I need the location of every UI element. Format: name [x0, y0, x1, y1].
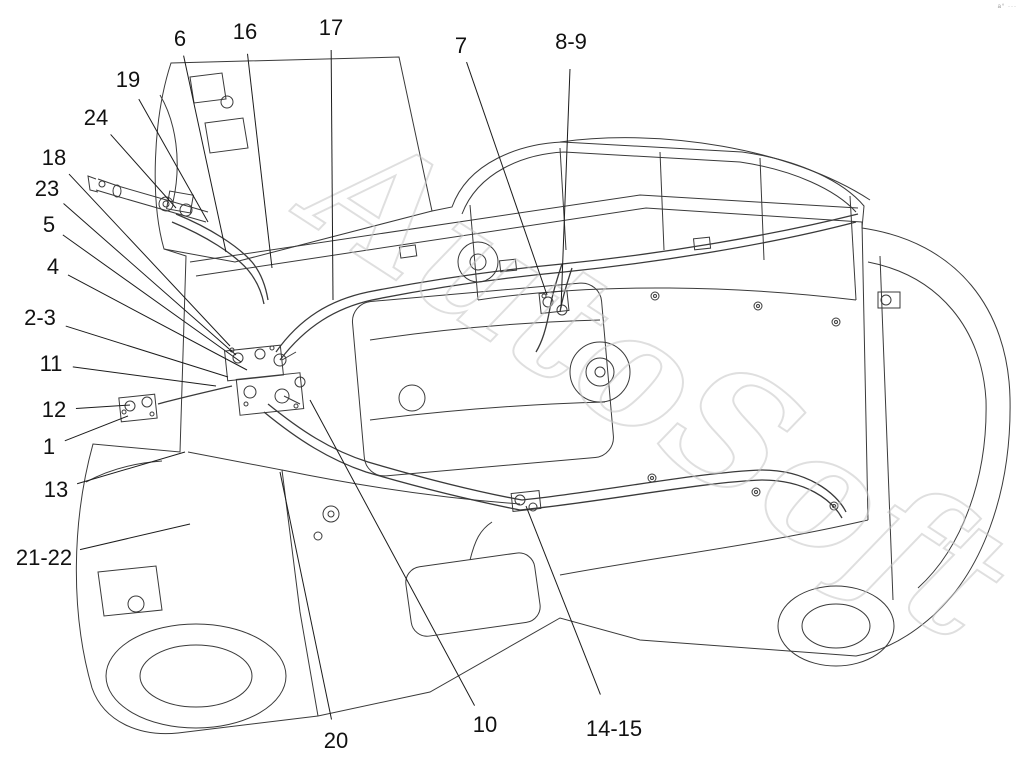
leader-line-7 — [466, 61, 548, 296]
callout-label-20: 20 — [320, 729, 352, 753]
callout-label-7: 7 — [451, 34, 471, 58]
leader-line-12 — [75, 404, 131, 410]
callout-label-24: 24 — [80, 106, 112, 130]
upper-fender — [159, 72, 433, 263]
leader-line-18 — [68, 173, 231, 347]
callout-label-1: 1 — [39, 435, 59, 459]
counterweight — [777, 255, 987, 667]
fitting-bottom — [510, 490, 542, 512]
leader-line-21-22 — [79, 523, 191, 551]
chassis-outline — [75, 56, 1011, 735]
leader-line-24 — [110, 134, 177, 209]
callout-label-10: 10 — [469, 713, 501, 737]
callout-label-19: 19 — [112, 68, 144, 92]
callout-label-18: 18 — [38, 146, 70, 170]
callout-label-14-15: 14-15 — [582, 717, 646, 741]
callout-label-23: 23 — [31, 177, 63, 201]
callout-label-4: 4 — [43, 255, 63, 279]
muffler — [405, 521, 541, 637]
leader-line-1 — [64, 415, 129, 442]
callout-label-2-3: 2-3 — [21, 306, 59, 330]
callout-label-12: 12 — [38, 398, 70, 422]
fitting-right — [538, 290, 570, 316]
leader-line-16 — [247, 53, 273, 269]
corner-mark: a° ··· — [997, 4, 1017, 10]
callout-label-8-9: 8-9 — [552, 30, 590, 54]
leader-line-10 — [309, 399, 476, 706]
guard-frame — [461, 137, 871, 301]
leader-line-8-9 — [560, 68, 571, 309]
leader-line-14-15 — [525, 505, 601, 695]
callout-label-13: 13 — [40, 478, 72, 502]
leader-line-2-3 — [65, 325, 229, 378]
leader-line-5 — [62, 234, 242, 363]
valve-small-left — [118, 393, 158, 423]
callout-label-5: 5 — [39, 213, 59, 237]
leader-line-4 — [67, 274, 248, 371]
hose-runs — [157, 213, 859, 519]
leader-line-23 — [63, 203, 237, 356]
callout-label-17: 17 — [315, 16, 347, 40]
callout-label-6: 6 — [170, 27, 190, 51]
callout-label-11: 11 — [36, 352, 66, 376]
callout-label-16: 16 — [229, 20, 261, 44]
engine — [313, 241, 631, 541]
leader-line-19 — [138, 98, 209, 223]
callout-label-21-22: 21-22 — [12, 546, 76, 570]
valve-cluster-center — [224, 344, 306, 416]
leader-line-17 — [330, 49, 334, 301]
leader-line-20 — [279, 471, 333, 720]
leader-line-13 — [76, 451, 186, 485]
leader-line-6 — [183, 55, 227, 253]
hose-clamps — [398, 236, 712, 273]
leader-line-11 — [72, 366, 217, 387]
